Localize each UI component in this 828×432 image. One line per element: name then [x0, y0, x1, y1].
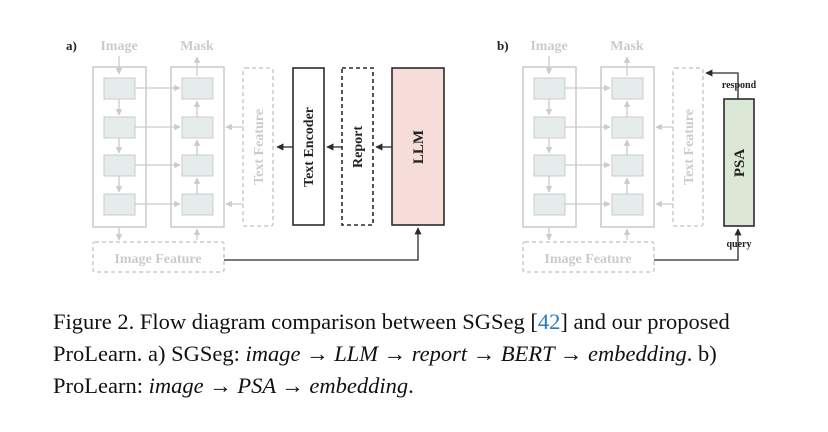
image-feature-label: Image Feature	[544, 252, 631, 267]
encoder-block	[103, 154, 136, 177]
mask-header: Mask	[180, 39, 214, 54]
text-feature-box	[672, 67, 704, 227]
decoder-block	[611, 77, 644, 100]
psa-box	[723, 98, 755, 227]
decoder-block	[181, 77, 214, 100]
figure-caption: Figure 2. Flow diagram comparison betwee…	[53, 306, 793, 402]
decoder-block	[181, 193, 214, 216]
encoder-block	[533, 116, 566, 139]
panel-b: b) Image Mask Text Feature PSA	[497, 38, 757, 273]
llm-label: LLM	[411, 130, 427, 164]
caption-flow-a: image → LLM → report → BERT → embedding	[245, 341, 687, 366]
decoder-block	[611, 116, 644, 139]
text-encoder-label: Text Encoder	[302, 107, 317, 187]
panel-a-label: a)	[66, 38, 77, 53]
query-arrow	[654, 228, 742, 261]
encoder-block	[103, 77, 136, 100]
image-feature-label: Image Feature	[114, 252, 201, 267]
text-feature-box	[242, 67, 274, 227]
encoder-block	[103, 116, 136, 139]
query-label: query	[727, 239, 752, 250]
llm-box	[391, 67, 445, 226]
mask-header: Mask	[610, 39, 644, 54]
psa-label: PSA	[732, 149, 748, 178]
decoder-block	[181, 116, 214, 139]
report-label: Report	[351, 126, 366, 168]
image-feature-to-llm-arrow	[224, 227, 422, 261]
citation-link[interactable]: 42	[537, 309, 561, 334]
panel-a: a) Image Mask	[66, 38, 445, 273]
image-feature-box	[92, 241, 225, 273]
image-header: Image	[100, 39, 137, 54]
caption-flow-b: image → PSA → embedding	[148, 373, 409, 398]
caption-text: ] and our proposed ProLearn. a) SGSeg:	[53, 309, 730, 366]
encoder-block	[103, 193, 136, 216]
caption-text: . b) ProLearn:	[53, 341, 717, 398]
image-header: Image	[530, 39, 567, 54]
panel-b-label: b)	[497, 38, 509, 53]
respond-label: respond	[722, 80, 757, 91]
encoder-block	[533, 193, 566, 216]
decoder-block	[181, 154, 214, 177]
text-feature-label: Text Feature	[682, 109, 697, 185]
decoder-block	[611, 193, 644, 216]
report-box	[341, 67, 374, 226]
respond-arrow	[705, 69, 739, 99]
flow-diagram: a) Image Mask	[66, 38, 757, 273]
text-feature-label: Text Feature	[252, 109, 267, 185]
caption-lead: Figure 2. Flow diagram comparison betwee…	[53, 309, 538, 334]
decoder-block	[611, 154, 644, 177]
encoder-block	[533, 77, 566, 100]
text-encoder-box	[292, 67, 325, 226]
image-feature-box	[522, 241, 655, 273]
encoder-block	[533, 154, 566, 177]
caption-end: .	[408, 373, 414, 398]
